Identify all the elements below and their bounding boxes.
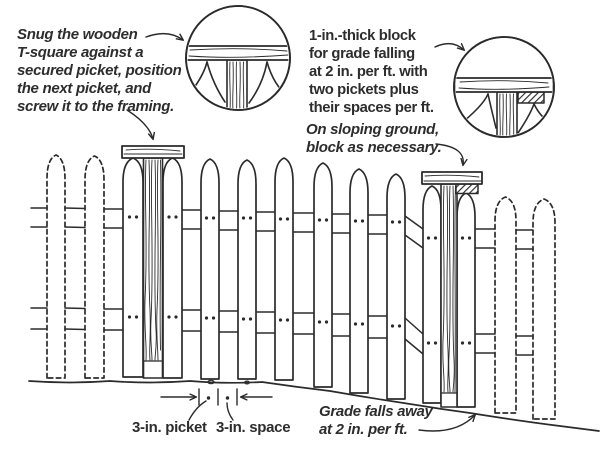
arrow-to-grade: [418, 415, 475, 432]
picket: [274, 157, 294, 381]
pebble: [207, 379, 215, 385]
dimension-label-space: 3-in. space: [216, 419, 291, 436]
ground-line: [28, 379, 600, 432]
dashed-picket: [46, 154, 66, 379]
detail-one-inch-block: [517, 91, 545, 104]
picket: [122, 157, 144, 378]
rails-group: [30, 207, 534, 356]
annotation-snug-t-square: Snug the wooden T-square against a secur…: [17, 26, 182, 115]
dashed-picket: [84, 155, 105, 379]
dimension-graphics: [160, 388, 273, 421]
arrow-to-detail-right: [434, 44, 464, 50]
detail-crossbar: [455, 77, 553, 93]
annotation-grade-falls: Grade falls away at 2 in. per ft.: [319, 403, 433, 438]
dimension-label-picket: 3-in. picket: [132, 419, 207, 436]
picket: [237, 159, 257, 380]
leader-arrows: [126, 32, 475, 432]
picket: [349, 168, 369, 394]
detail-circle-left: [185, 5, 291, 111]
arrow-to-t-square-right: [435, 143, 463, 165]
detail-stem: [226, 59, 248, 109]
screw-dots: [127, 215, 472, 345]
annotation-sloping-ground: On sloping ground, block as necessary.: [306, 121, 442, 156]
detail-stem: [496, 91, 518, 136]
upper-rail: [30, 207, 534, 250]
one-inch-block: [455, 183, 479, 195]
picket: [386, 173, 406, 400]
picket: [422, 185, 442, 404]
dim-dot: [206, 396, 211, 400]
dim-leader: [226, 402, 234, 421]
dim-dot: [225, 396, 230, 400]
picket: [456, 192, 476, 408]
dashed-picket: [532, 198, 556, 420]
dim-leader: [188, 400, 207, 421]
t-square-left: [121, 145, 185, 379]
t-square-stem: [142, 157, 164, 379]
lower-rail: [30, 307, 534, 356]
detail-circle-right: [453, 36, 555, 138]
arrow-to-t-square-left: [126, 109, 153, 139]
t-square-right: [421, 171, 483, 408]
picket: [200, 158, 220, 380]
detail-crossbar: [187, 45, 289, 61]
t-square-crossbar: [421, 171, 483, 185]
dashed-picket: [494, 196, 517, 414]
arrow-to-detail-left: [145, 32, 183, 40]
t-square-crossbar: [121, 145, 185, 159]
pebble: [244, 380, 251, 385]
pickets-group: [46, 154, 556, 420]
annotation-one-inch-block: 1-in.-thick block for grade falling at 2…: [309, 28, 434, 116]
picket: [313, 162, 333, 388]
t-square-stem: [440, 183, 458, 408]
picket: [162, 157, 183, 379]
